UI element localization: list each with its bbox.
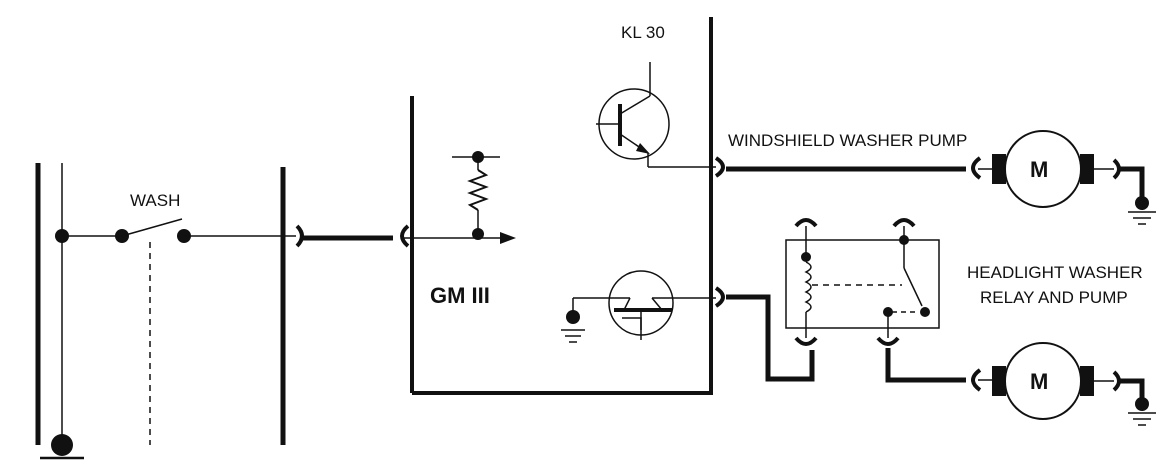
gm-label: GM III [430, 283, 490, 308]
windshield-pump-circuit [714, 130, 1156, 225]
windshield-pump-label: WINDSHIELD WASHER PUMP [728, 131, 967, 150]
headlight-label-line1: HEADLIGHT WASHER [967, 263, 1143, 282]
motor-top-label: M [1030, 157, 1048, 182]
motor-bottom-label: M [1030, 369, 1048, 394]
upper-transistor [596, 62, 716, 168]
left-bus [35, 163, 84, 460]
headlight-pump-motor [971, 342, 1156, 426]
headlight-label-line2: RELAY AND PUMP [980, 288, 1128, 307]
gm-input-connector [295, 224, 516, 248]
kl30-label: KL 30 [621, 23, 665, 42]
headlight-relay-circuit [714, 218, 966, 383]
pullup-resistor [452, 151, 500, 240]
lower-transistor [561, 270, 716, 343]
gm-module-box [410, 17, 713, 395]
wash-switch [55, 218, 296, 445]
wash-label: WASH [130, 191, 180, 210]
